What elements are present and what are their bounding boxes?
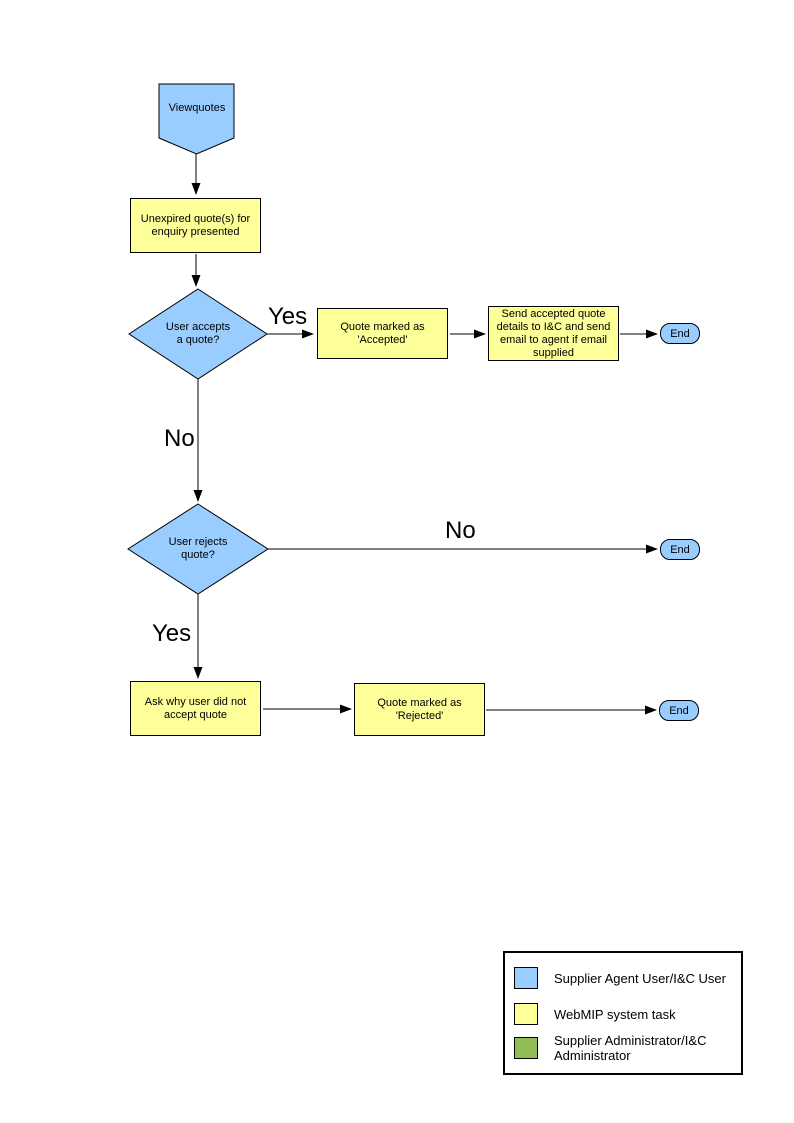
process-marked-accepted: Quote marked as 'Accepted'	[317, 308, 448, 359]
end-terminator-rejected: End	[659, 700, 699, 721]
legend-label: Supplier Administrator/I&C Administrator	[554, 1033, 707, 1063]
branch-label-reject-no: No	[445, 517, 476, 544]
end-terminator-accepted: End	[660, 323, 700, 344]
process-unexpired-quotes: Unexpired quote(s) for enquiry presented	[130, 198, 261, 253]
legend-swatch-blue	[514, 967, 538, 989]
end-terminator-no-reject: End	[660, 539, 700, 560]
start-label: Viewquotes	[168, 101, 226, 114]
process-marked-rejected: Quote marked as 'Rejected'	[354, 683, 485, 736]
legend-box: Supplier Agent User/I&C User WebMIP syst…	[503, 951, 743, 1075]
process-send-details: Send accepted quote details to I&C and s…	[488, 306, 619, 361]
legend-swatch-yellow	[514, 1003, 538, 1025]
start-shape	[158, 83, 235, 155]
legend-item-supplier-agent-user: Supplier Agent User/I&C User	[514, 967, 740, 989]
legend-swatch-green	[514, 1037, 538, 1059]
decision-user-rejects-label: User rejects quote?	[168, 536, 228, 561]
decision-user-accepts-label: User accepts a quote?	[165, 321, 231, 346]
legend-label: Supplier Agent User/I&C User	[554, 970, 726, 986]
legend-item-webmip-system-task: WebMIP system task	[514, 1003, 740, 1025]
branch-label-accept-yes: Yes	[268, 303, 308, 330]
legend-item-supplier-administrator: Supplier Administrator/I&C Administrator	[514, 1033, 740, 1063]
process-ask-why: Ask why user did not accept quote	[130, 681, 261, 736]
branch-label-reject-yes: Yes	[152, 620, 192, 647]
branch-label-accept-no: No	[164, 425, 195, 452]
legend-label: WebMIP system task	[554, 1006, 676, 1022]
